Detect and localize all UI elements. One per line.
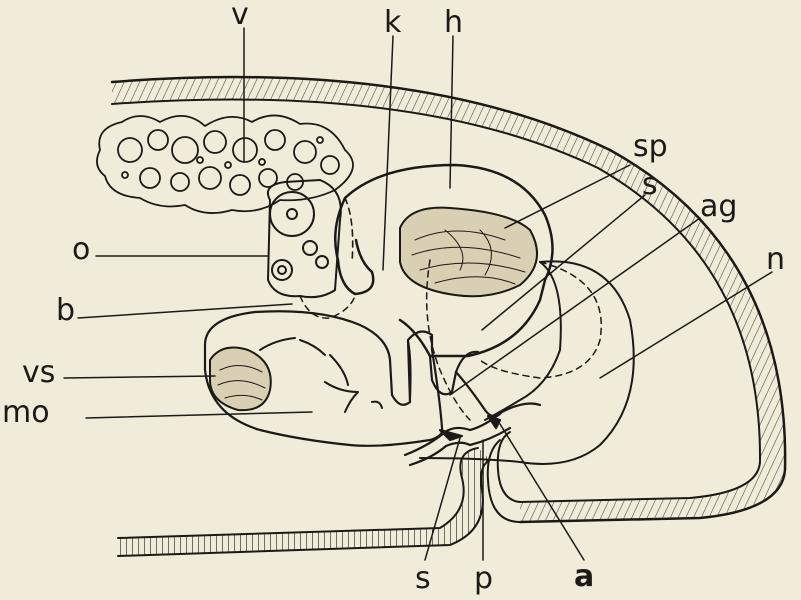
label-ag: ag — [700, 192, 737, 222]
label-s-top: s — [642, 170, 658, 200]
label-v: v — [231, 0, 249, 30]
label-a: a — [574, 562, 594, 592]
label-vs: vs — [22, 358, 55, 388]
body-wall — [112, 77, 785, 522]
ducts — [405, 352, 540, 465]
label-k: k — [384, 8, 401, 38]
label-mo: mo — [2, 398, 50, 428]
label-o: o — [72, 235, 90, 265]
label-sp: sp — [633, 132, 668, 162]
label-n: n — [766, 245, 785, 275]
vs-body — [210, 348, 271, 411]
label-h: h — [444, 8, 463, 38]
ventral-wall — [118, 432, 520, 556]
label-s-bottom: s — [415, 564, 431, 594]
label-b: b — [56, 296, 75, 326]
label-p: p — [474, 564, 493, 594]
mo-details — [260, 338, 382, 412]
sp-body — [400, 208, 537, 297]
vitellarium — [97, 115, 353, 213]
ovary — [268, 180, 341, 297]
